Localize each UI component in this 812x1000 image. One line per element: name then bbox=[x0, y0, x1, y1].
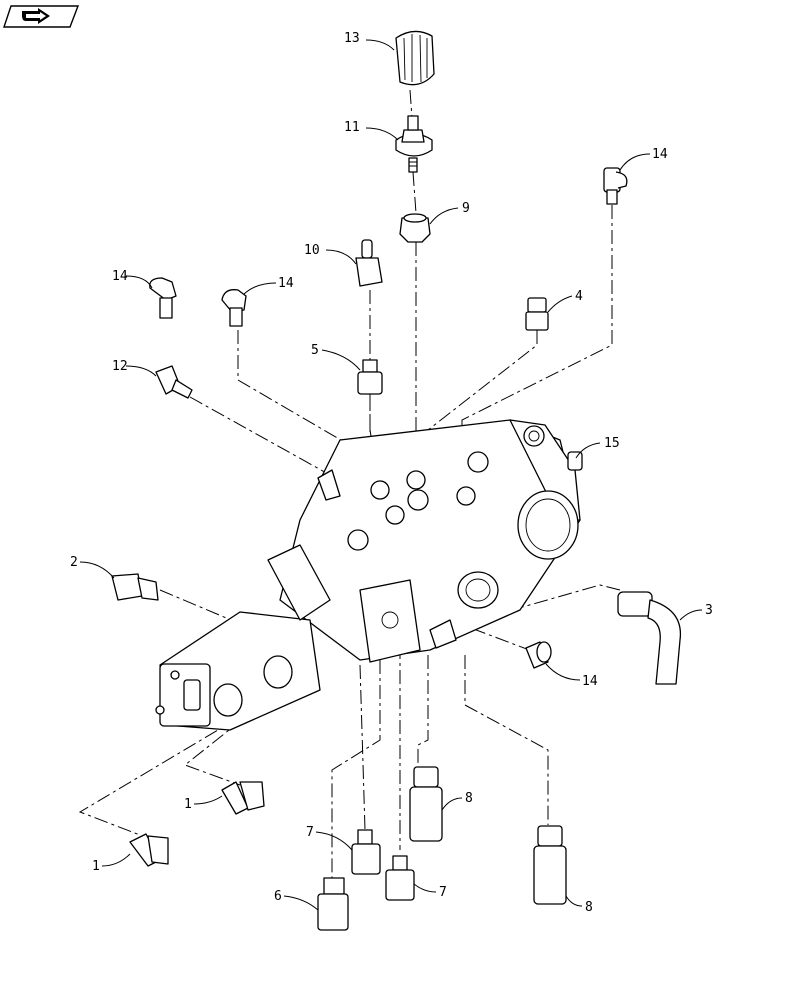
next-page-button[interactable] bbox=[3, 5, 80, 28]
next-page-arrow-icon bbox=[22, 8, 50, 24]
callout-14: 14 bbox=[582, 674, 598, 689]
part-5-adapter bbox=[357, 359, 383, 395]
part-4-adapter bbox=[525, 297, 549, 331]
part-7-adapter-b bbox=[385, 855, 415, 901]
part-14-fitting-c bbox=[221, 289, 247, 327]
callout-9: 9 bbox=[462, 201, 470, 216]
callout-6: 6 bbox=[274, 889, 282, 904]
callout-2: 2 bbox=[70, 555, 78, 570]
part-15-valve-pump-assembly bbox=[155, 419, 583, 731]
callout-8: 8 bbox=[465, 791, 473, 806]
callout-7: 7 bbox=[306, 825, 314, 840]
part-1-elbow-b bbox=[129, 833, 169, 867]
part-6-adapter bbox=[317, 877, 349, 931]
callout-15: 15 bbox=[604, 436, 620, 451]
part-10-coupler bbox=[355, 239, 383, 287]
callout-leaders bbox=[79, 39, 703, 911]
part-11-switch bbox=[395, 115, 433, 173]
part-7-adapter-a bbox=[351, 829, 381, 875]
part-1-elbow-a bbox=[221, 781, 265, 815]
part-2-fitting bbox=[111, 573, 159, 601]
callout-13: 13 bbox=[344, 31, 360, 46]
part-13-cap bbox=[395, 30, 435, 86]
callout-8: 8 bbox=[585, 900, 593, 915]
callout-4: 4 bbox=[575, 289, 583, 304]
part-9-plug bbox=[399, 213, 431, 243]
callout-5: 5 bbox=[311, 343, 319, 358]
callout-1: 1 bbox=[92, 859, 100, 874]
callout-7: 7 bbox=[439, 885, 447, 900]
part-8-filter-a bbox=[409, 766, 443, 842]
callout-3: 3 bbox=[705, 603, 713, 618]
part-14-fitting-b bbox=[149, 277, 177, 319]
callout-10: 10 bbox=[304, 243, 320, 258]
callout-labels: 13 11 14 9 10 14 14 4 5 12 15 2 3 14 1 8… bbox=[70, 31, 713, 915]
callout-1: 1 bbox=[184, 797, 192, 812]
part-3-elbow bbox=[617, 591, 682, 685]
callout-12: 12 bbox=[112, 359, 128, 374]
callout-11: 11 bbox=[344, 120, 360, 135]
callout-14: 14 bbox=[112, 269, 128, 284]
part-14-fitting-a bbox=[603, 167, 628, 205]
callout-14: 14 bbox=[278, 276, 294, 291]
part-8-filter-b bbox=[533, 825, 567, 905]
part-14-fitting-d bbox=[525, 641, 552, 669]
callout-14: 14 bbox=[652, 147, 668, 162]
part-12-elbow bbox=[155, 365, 193, 399]
